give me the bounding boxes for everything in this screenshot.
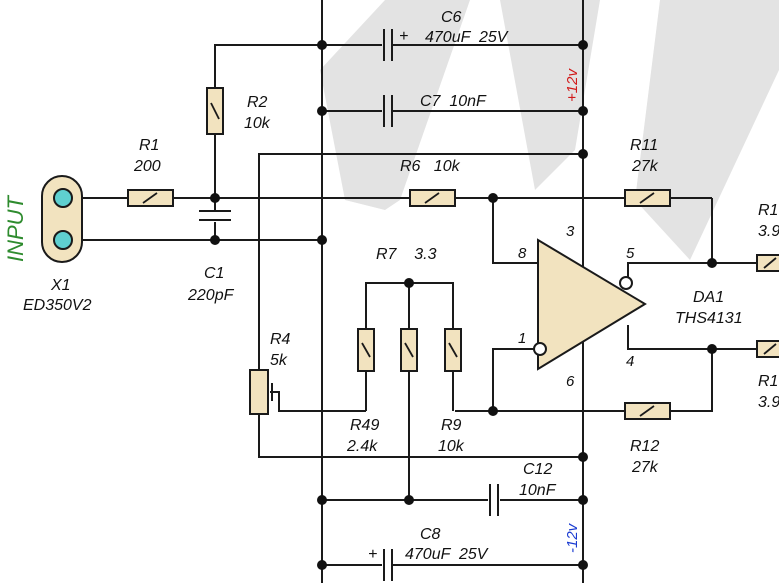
r-partial-top-val: 3.9: [758, 223, 779, 240]
r49-ref: R49: [350, 417, 379, 434]
r9-val: 10k: [438, 438, 465, 455]
r11-ref: R11: [630, 137, 658, 154]
c8-val: 470uF 25V: [405, 546, 489, 563]
c12-val: 10nF: [519, 482, 557, 499]
pin-1: 1: [518, 330, 526, 347]
c8-ref: C8: [420, 526, 441, 543]
resistor-r1: [127, 189, 174, 207]
c6-val: 470uF 25V: [425, 29, 509, 46]
pin-3: 3: [566, 223, 575, 240]
pos-rail-label: +12v: [564, 68, 581, 102]
resistor-r4: [249, 369, 269, 415]
input-label: INPUT: [3, 194, 28, 262]
r49-val: 2.4k: [346, 438, 378, 455]
pin-6: 6: [566, 373, 575, 390]
r2-val: 10k: [244, 115, 271, 132]
capacitor-c12: [489, 484, 499, 516]
capacitor-c7: [383, 95, 393, 127]
capacitor-c6: [383, 29, 393, 61]
resistor-r2: [206, 87, 224, 135]
opamp-da1: [533, 238, 647, 371]
da1-part: THS4131: [675, 310, 743, 327]
r-partial-bottom-ref: R1: [758, 373, 778, 390]
c7-label: C7 10nF: [420, 93, 487, 110]
r12-ref: R12: [630, 438, 659, 455]
r7-label: R7 3.3: [376, 246, 437, 263]
watermark: [320, 0, 779, 260]
c8-plus: +: [368, 546, 377, 563]
connector-x1: [41, 175, 83, 263]
capacitor-c1: [199, 210, 231, 221]
resistor-r6: [409, 189, 456, 207]
junctions: [210, 40, 717, 570]
resistor-r11: [624, 189, 671, 207]
r11-val: 27k: [631, 158, 659, 175]
r2-ref: R2: [247, 94, 268, 111]
resistor-r9: [444, 328, 462, 372]
resistor-r12: [624, 402, 671, 420]
r1-val: 200: [133, 158, 161, 175]
r12-val: 27k: [631, 459, 659, 476]
resistor-partial-bottom: [756, 340, 779, 358]
c6-ref: C6: [441, 9, 462, 26]
r4-ref: R4: [270, 331, 291, 348]
resistor-r7: [400, 328, 418, 372]
neg-rail-label: -12v: [564, 522, 581, 553]
da1-ref: DA1: [693, 289, 724, 306]
x1-part: ED350V2: [23, 297, 92, 314]
wires: [82, 0, 760, 583]
resistor-r49: [357, 328, 375, 372]
r9-ref: R9: [441, 417, 462, 434]
pin-5: 5: [626, 245, 635, 262]
pin-8: 8: [518, 245, 527, 262]
r6-label: R6 10k: [400, 158, 461, 175]
r-partial-top-ref: R1: [758, 202, 778, 219]
pin-4: 4: [626, 353, 634, 370]
c6-plus: +: [399, 28, 408, 45]
r4-val: 5k: [270, 352, 288, 369]
resistor-partial-top: [756, 254, 779, 272]
r1-ref: R1: [139, 137, 159, 154]
x1-ref: X1: [50, 277, 71, 294]
r-partial-bottom-val: 3.9: [758, 394, 779, 411]
c1-ref: C1: [204, 265, 224, 282]
c1-val: 220pF: [187, 287, 235, 304]
c12-ref: C12: [523, 461, 552, 478]
capacitor-c8: [383, 549, 393, 581]
